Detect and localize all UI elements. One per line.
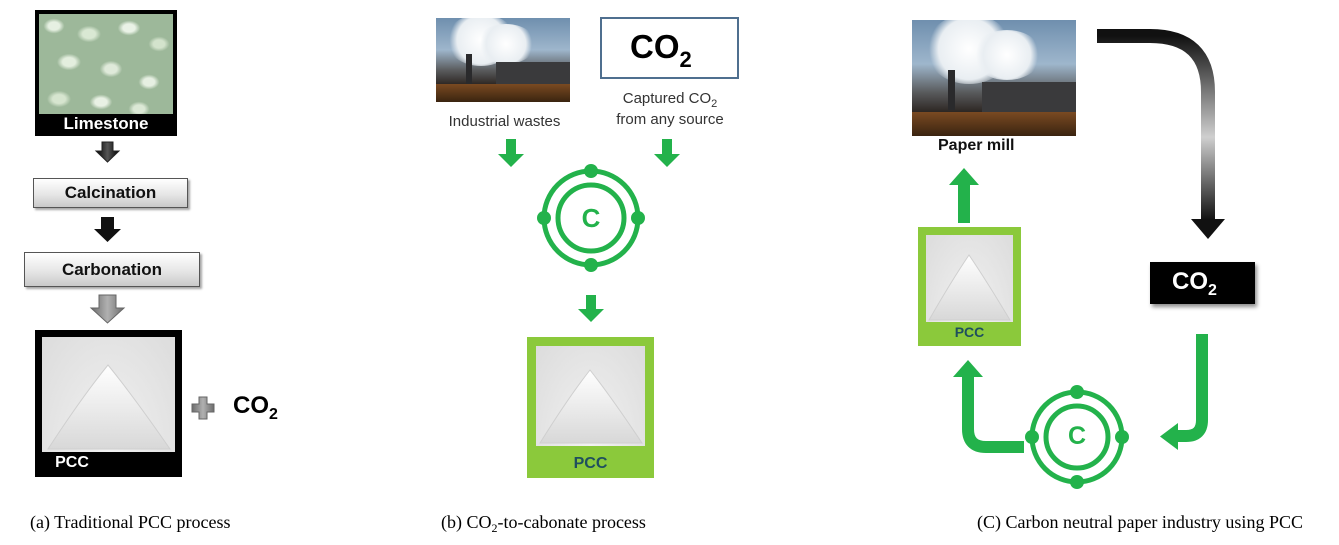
- pcc-powder-image: [536, 346, 645, 446]
- pcc-label-c: PCC: [954, 324, 985, 340]
- down-arrow-icon: [94, 141, 121, 163]
- co2-box-text: CO2: [1172, 268, 1217, 299]
- powder-pile-icon: [928, 254, 1011, 321]
- pcc-product-c: PCC: [918, 227, 1021, 346]
- pcc-product-b: PCC: [527, 337, 654, 478]
- paper-mill-image: [912, 20, 1076, 136]
- caption-b: (b) CO2-to-cabonate process: [441, 512, 646, 535]
- carbonation-step: Carbonation: [24, 252, 200, 287]
- captured-line-2: from any source: [616, 111, 724, 128]
- limestone-label: Limestone: [63, 114, 149, 133]
- limestone-image: Limestone: [35, 10, 177, 136]
- co2-box-b: CO2: [600, 17, 739, 79]
- left-arrow-icon: [1160, 423, 1178, 450]
- pcc-label-a: PCC: [55, 454, 89, 471]
- down-arrow-icon: [498, 139, 524, 167]
- pcc-product-a: PCC: [35, 330, 182, 477]
- caption-a: (a) Traditional PCC process: [30, 512, 231, 532]
- down-arrow-icon: [578, 295, 604, 322]
- carbon-atom-icon-c: [1025, 385, 1129, 489]
- pcc-label-b: PCC: [573, 455, 608, 472]
- down-arrow-icon: [94, 217, 121, 242]
- pcc-powder-image: [926, 235, 1013, 322]
- carbon-atom-icon-b: [537, 164, 645, 272]
- up-arrow-icon: [949, 168, 979, 223]
- co2-text: CO: [233, 392, 269, 419]
- down-arrow-icon: [654, 139, 680, 167]
- elbow-arrow-icon: [1176, 334, 1208, 442]
- captured-co2-label: Captured CO2 from any source: [600, 89, 740, 130]
- carbon-letter-b: C: [581, 203, 601, 233]
- calcination-step: Calcination: [33, 178, 188, 208]
- co2-text: CO: [630, 28, 680, 65]
- powder-pile-icon: [539, 369, 643, 444]
- powder-pile-icon: [47, 364, 171, 450]
- co2-output-a: CO2: [233, 392, 278, 423]
- co2-subscript: 2: [269, 406, 278, 423]
- carbon-letter-c: C: [1067, 422, 1087, 450]
- factory-image-b: [436, 18, 570, 102]
- plus-icon: [191, 396, 215, 420]
- co2-box-text: CO2: [630, 28, 692, 72]
- co2-subscript: 2: [1208, 282, 1217, 299]
- down-arrow-icon: [89, 294, 126, 324]
- elbow-arrow-icon: [962, 375, 1024, 453]
- caption-c: (C) Carbon neutral paper industry using …: [977, 512, 1303, 532]
- co2-subscript: 2: [679, 47, 692, 72]
- industrial-wastes-label: Industrial wastes: [448, 113, 561, 130]
- pcc-powder-image: [42, 337, 175, 452]
- hook-arrow-icon: [1097, 29, 1215, 220]
- down-arrow-icon: [1191, 219, 1225, 239]
- captured-line-1: Captured CO2: [622, 90, 718, 110]
- co2-box-c: CO2: [1150, 262, 1255, 304]
- co2-text: CO: [1172, 268, 1208, 295]
- paper-mill-label: Paper mill: [938, 137, 1015, 154]
- up-arrow-icon: [953, 360, 983, 377]
- limestone-rocks-texture: [39, 14, 173, 114]
